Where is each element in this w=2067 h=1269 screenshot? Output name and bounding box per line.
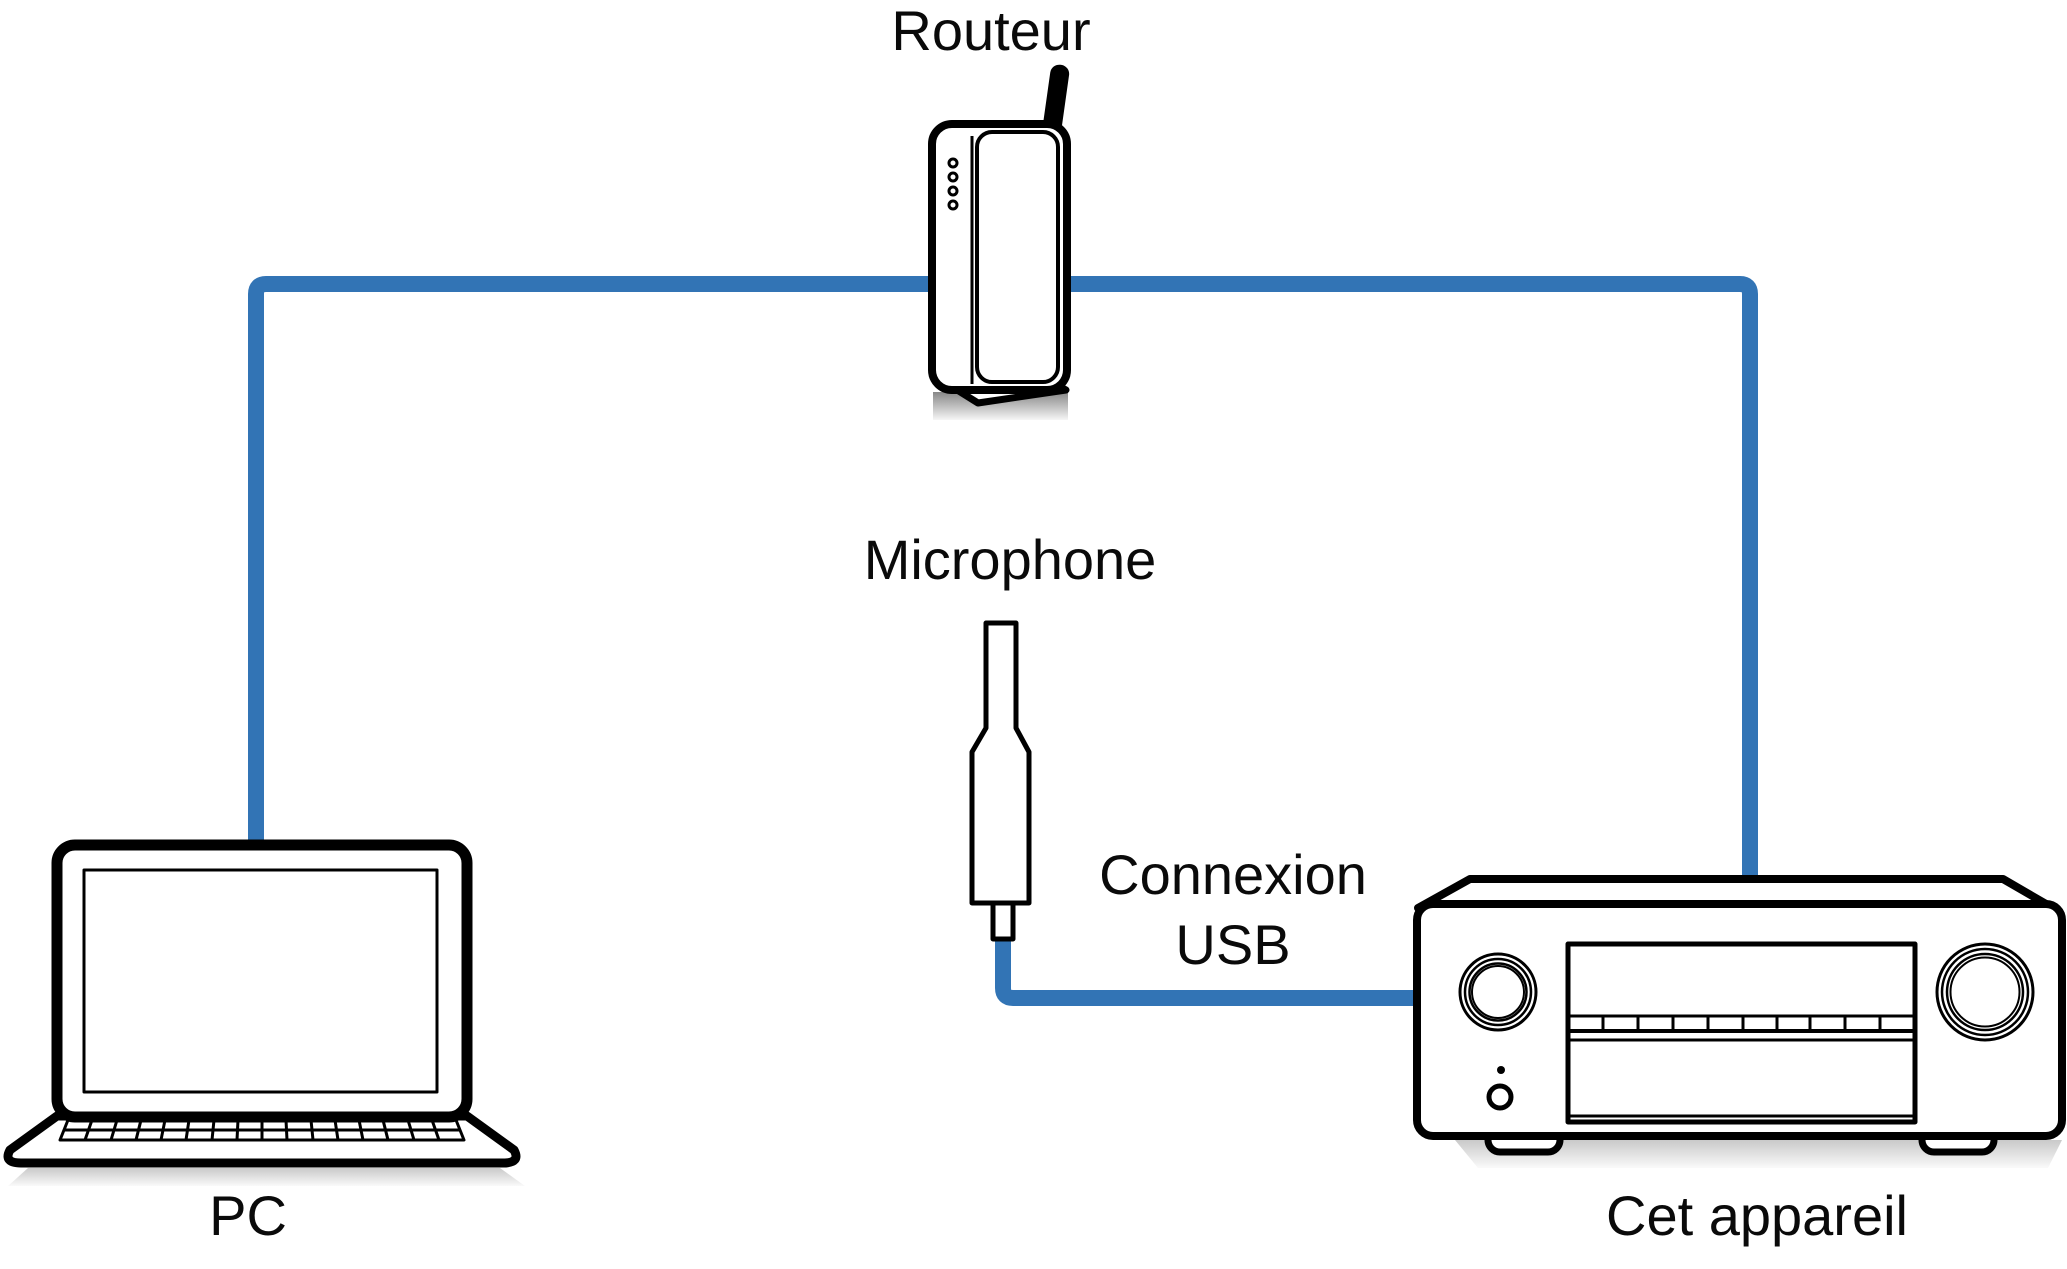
this-device-label: Cet appareil [1606,1184,1908,1247]
laptop-icon [3,839,525,1186]
usb-connection-label-line2: USB [1175,913,1290,976]
power-button [1486,1083,1514,1111]
pc-label: PC [209,1184,287,1247]
microphone-icon [969,620,1032,942]
usb-cable-line [995,930,1426,1006]
usb-connection-label-line1: Connexion [1099,843,1367,906]
receiver-front-details [1568,1014,1915,1118]
router-label: Routeur [891,0,1090,62]
router-icon [928,64,1071,420]
laptop-keyboard [58,1118,466,1142]
power-led [1497,1066,1505,1074]
av-receiver-icon [1413,875,2066,1168]
volume-knob [1935,942,2035,1042]
input-knob [1458,952,1538,1032]
microphone-label: Microphone [864,528,1157,591]
